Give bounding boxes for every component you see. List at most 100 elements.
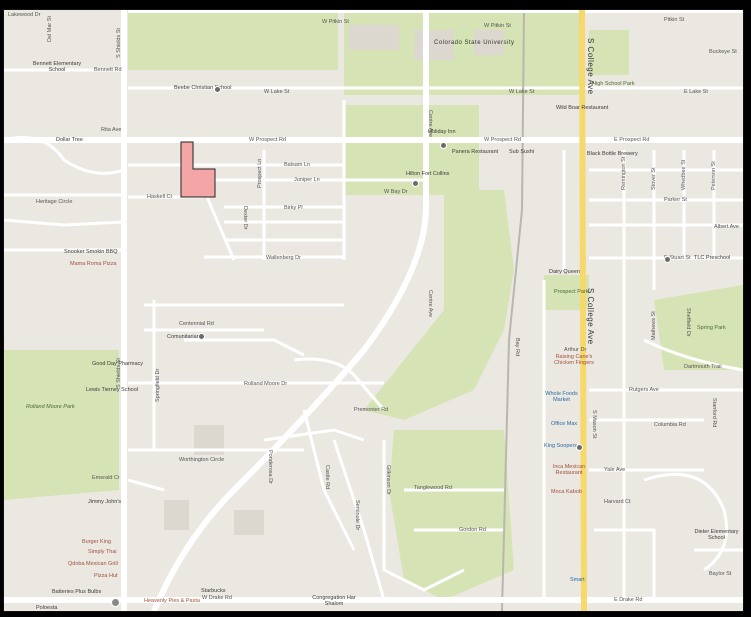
poi-marker-icon[interactable] [664,256,671,263]
poi-label[interactable]: King Soopers [544,443,578,449]
street-label: Worthington Circle [179,457,225,463]
poi-marker-icon[interactable] [412,180,419,187]
poi-marker-icon[interactable] [576,444,583,451]
poi-label[interactable]: TLC Preschool [694,255,731,261]
street-label: W Pitkin St [322,19,349,25]
poi-label[interactable]: Dieter Elementary School [694,529,739,541]
poi-label[interactable]: Whole Foods Market [545,391,578,403]
building-block [414,30,454,60]
poi-label[interactable]: Spring Park [697,325,726,331]
poi-label[interactable]: Prospect Park [554,289,589,295]
street-label: S Mason St [591,410,597,439]
poi-marker-icon[interactable] [198,333,205,340]
building-block [349,25,399,50]
poi-marker-icon[interactable] [214,86,221,93]
street-label: Harvard Ct [604,499,631,505]
poi-label[interactable]: Office Max [551,421,578,427]
poi-label[interactable]: Panera Restaurant [452,149,499,155]
poi-label[interactable]: Colorado State University [434,40,515,46]
poi-label[interactable]: Good Day Pharmacy [92,361,144,367]
street-label: Dollar Tree [56,137,83,143]
poi-label[interactable]: Qdoba Mexican Grill [68,561,118,567]
street-label: Castle Rd [324,465,330,490]
street-label: Remington St [621,156,627,190]
poi-label[interactable]: Heavenly Pies & Pasta [144,598,200,604]
poi-label[interactable]: Hilton Fort Collins [406,171,450,177]
street-label: Heritage Circle [36,199,73,205]
street-label: W Prospect Rd [249,137,286,143]
street-label: Columbia Rd [654,422,686,428]
poi-label[interactable]: Batteries Plus Bulbs [52,589,102,595]
poi-label[interactable]: Holiday Inn [428,129,456,135]
street-label: Springfield Dr [155,368,161,402]
poi-label[interactable]: Simply Thai [88,549,117,555]
poi-label[interactable]: Snooker Smokin BBQ [64,249,118,255]
street-label: E Prospect Rd [614,137,650,143]
poi-marker-icon[interactable] [440,142,447,149]
street-label: Gilkinson Dr [385,465,391,495]
arterial-roads [4,10,743,611]
street-label: Sheffield Dr [685,308,691,337]
street-label: Prospect Ln [257,158,263,188]
street-label: Wallenberg Dr [266,255,301,261]
poi-label[interactable]: Mama Roma Pizza [70,261,117,267]
park-area-rolland-moore [4,350,119,500]
street-label: S College Ave [586,288,595,345]
poi-label[interactable]: Smart [570,577,585,583]
poi-label[interactable]: Comunitarian [167,334,200,340]
street-label: Rutgers Ave [629,387,659,393]
street-label: Lakewood Dr [8,12,41,18]
park-area-prospect-park [544,275,589,310]
street-label: Arthur Dr [564,347,587,353]
street-label: Dexter Dr [242,206,248,230]
poi-label[interactable]: Wild Boar Restaurant [556,105,609,111]
street-label: Whedbee St [681,159,687,190]
street-label: E Lake St [684,89,708,95]
poi-label[interactable]: Congregation Har Shalom [312,595,356,607]
street-label: Rita Ave [101,127,122,133]
street-label: Gordon Rd [459,527,486,533]
poi-label[interactable]: Dairy Queen [549,269,580,275]
street-label: Rolland Moore Dr [244,381,288,387]
park-area-csu [344,10,584,95]
street-label: Albert Ave [714,224,739,230]
poi-label[interactable]: High School Park [592,81,635,87]
poi-label[interactable]: Jimmy John's [88,499,122,505]
poi-label[interactable]: Starbucks [201,588,226,594]
poi-label[interactable]: Pizza Hut [94,573,118,579]
poi-label[interactable]: Beebe Christian School [174,85,232,91]
street-label: Ponderosa Dr [267,450,273,484]
poi-label[interactable]: Poloesta [36,605,58,611]
street-label: Del Mar St [47,16,53,42]
street-label: W Lake St [264,89,290,95]
poi-label[interactable]: Moca Kabob [551,489,582,495]
street-label: W Pitkin St [484,23,511,29]
highlighted-parcel[interactable] [180,141,220,199]
street-label: Tanglewood Rd [414,485,452,491]
poi-label[interactable]: Rolland Moore Park [26,404,75,410]
street-label: Seminole Dr [354,500,360,531]
street-label: Centre Ave [427,290,433,318]
street-label: Pitkin St [664,17,685,23]
map-canvas[interactable] [4,10,743,611]
street-label: W Prospect Rd [484,137,521,143]
poi-label[interactable]: Inca Mexican Restaurant [552,464,586,476]
poi-label[interactable]: Raising Cane's Chicken Fingers [554,354,594,366]
street-label: Premonter Rd [354,407,389,413]
poi-label[interactable]: Bennett Elementary School [32,61,82,73]
poi-label[interactable]: Lewis Tierney School [86,387,138,393]
street-label: Yale Ave [604,467,626,473]
poi-label[interactable]: Black Bottle Brewery [587,151,638,157]
highway-shield-icon [111,598,120,607]
street-label: Emerald Cr [92,475,120,481]
street-label: W Bay Dr [384,189,408,195]
street-label: Balsam Ln [284,162,310,168]
street-label: W Drake Rd [202,595,232,601]
poi-label[interactable]: Burger King [82,539,112,545]
street-label: E Drake Rd [614,597,643,603]
poi-label[interactable]: Sub Sushi [509,149,535,155]
street-label: Mathews St [651,311,657,340]
street-label: Birky Pl [284,205,303,211]
map-view[interactable]: Lakewood Dr Del Mar St W Pitkin St W Pit… [3,9,744,612]
park-area-spring [654,285,743,370]
